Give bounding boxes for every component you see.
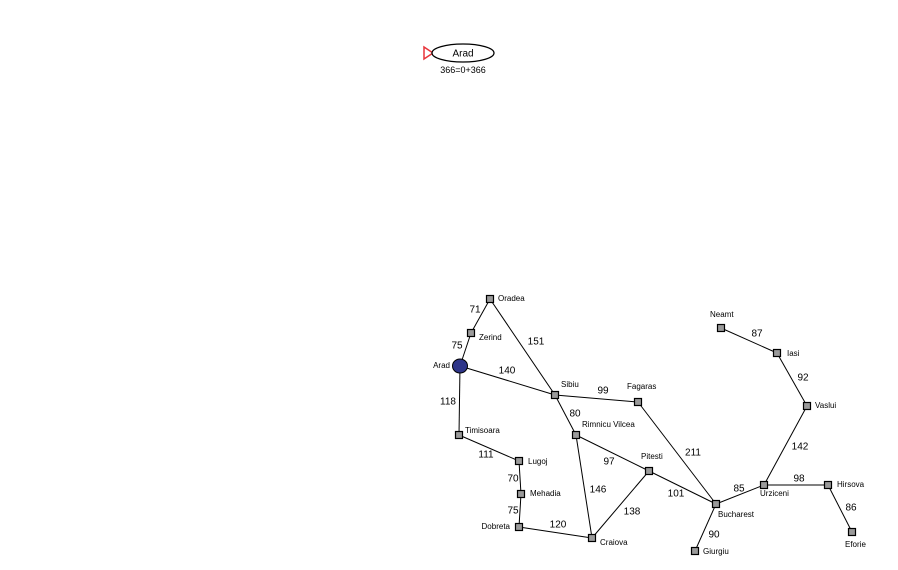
road-vaslui-iasi [776, 352, 808, 407]
road-distance-label: 142 [792, 442, 809, 453]
road-iasi-neamt [720, 327, 778, 354]
root-node-label: Arad [452, 49, 473, 60]
city-label-mehadia: Mehadia [530, 489, 561, 498]
city-node-craiova[interactable] [587, 533, 597, 543]
city-label-oradea: Oradea [498, 294, 525, 303]
cities-layer [452, 294, 857, 556]
city-node-iasi[interactable] [772, 348, 782, 358]
city-label-eforie: Eforie [845, 540, 866, 549]
road-distance-label: 80 [569, 409, 581, 420]
city-node-rimnicu[interactable] [571, 430, 581, 440]
city-node-vaslui[interactable] [802, 401, 812, 411]
road-rimnicu-pitesti [575, 434, 650, 472]
road-distance-label: 75 [451, 341, 463, 352]
city-node-arad-current[interactable] [452, 358, 468, 374]
road-distance-label: 111 [478, 450, 494, 461]
road-distance-label: 97 [603, 457, 615, 468]
city-label-lugoj: Lugoj [528, 457, 548, 466]
road-distance-label: 70 [507, 474, 519, 485]
city-labels-layer: OradeaZerindAradTimisoaraLugojMehadiaDob… [433, 294, 866, 556]
road-distance-label: 151 [528, 337, 545, 348]
road-distance-label: 118 [440, 397, 456, 408]
city-label-vaslui: Vaslui [815, 401, 836, 410]
city-label-sibiu: Sibiu [561, 380, 579, 389]
road-distance-label: 98 [793, 474, 805, 485]
city-label-arad: Arad [433, 361, 450, 370]
road-distance-label: 92 [797, 373, 809, 384]
city-label-zerind: Zerind [479, 333, 502, 342]
city-label-iasi: Iasi [787, 349, 800, 358]
city-node-giurgiu[interactable] [690, 546, 700, 556]
city-node-mehadia[interactable] [516, 489, 526, 499]
city-label-dobreta: Dobreta [482, 522, 511, 531]
city-label-giurgiu: Giurgiu [703, 547, 729, 556]
city-node-fagaras[interactable] [633, 397, 643, 407]
roads-layer [458, 298, 853, 552]
road-distance-label: 85 [733, 484, 745, 495]
road-distance-label: 75 [507, 506, 519, 517]
road-craiova-pitesti [591, 470, 650, 539]
road-arad-sibiu [459, 365, 556, 396]
road-dobreta-craiova [518, 526, 593, 539]
city-label-fagaras: Fagaras [627, 382, 656, 391]
road-distance-label: 140 [499, 366, 516, 377]
city-node-neamt[interactable] [716, 323, 726, 333]
city-node-pitesti[interactable] [644, 466, 654, 476]
road-oradea-zerind [470, 298, 491, 334]
city-label-hirsova: Hirsova [837, 480, 865, 489]
city-label-pitesti: Pitesti [641, 452, 663, 461]
road-distance-label: 87 [751, 329, 763, 340]
road-distance-label: 120 [550, 520, 567, 531]
city-label-urziceni: Urziceni [760, 489, 789, 498]
road-fagaras-bucharest [637, 401, 717, 505]
city-node-urziceni[interactable] [759, 480, 769, 490]
road-bucharest-urziceni [715, 484, 765, 505]
expand-marker-icon[interactable] [423, 45, 435, 61]
root-node-score: 366=0+366 [440, 65, 486, 75]
road-arad-timisoara [458, 365, 461, 436]
city-node-lugoj[interactable] [514, 456, 524, 466]
road-distance-label: 90 [708, 530, 720, 541]
city-node-dobreta[interactable] [514, 522, 524, 532]
city-node-zerind[interactable] [466, 328, 476, 338]
road-urziceni-vaslui [763, 405, 808, 486]
distance-labels-layer: 71 75 151 140 118 111 70 75 120 99 80 97 146 138 211 10… [440, 305, 857, 541]
road-hirsova-eforie [827, 484, 853, 533]
road-sibiu-rimnicu [554, 394, 577, 436]
road-distance-label: 146 [590, 485, 607, 496]
search-tree: Arad 366=0+366 [423, 43, 495, 75]
city-node-hirsova[interactable] [823, 480, 833, 490]
root-node[interactable] [431, 43, 495, 63]
road-sibiu-fagaras [554, 394, 639, 403]
city-label-craiova: Craiova [600, 538, 628, 547]
road-distance-label: 138 [624, 507, 641, 518]
road-distance-label: 101 [668, 489, 685, 500]
city-label-bucharest: Bucharest [718, 510, 755, 519]
road-distance-label: 99 [597, 386, 609, 397]
city-node-bucharest[interactable] [711, 499, 721, 509]
romania-map: 71 75 151 140 118 111 70 75 120 99 80 97 146 138 211 10… [433, 294, 866, 556]
city-node-eforie[interactable] [847, 527, 857, 537]
road-distance-label: 86 [845, 503, 857, 514]
city-node-timisoara[interactable] [454, 430, 464, 440]
road-bucharest-giurgiu [694, 503, 717, 552]
city-label-timisoara: Timisoara [465, 426, 500, 435]
road-mehadia-dobreta [518, 493, 522, 528]
road-distance-label: 71 [469, 305, 481, 316]
road-rimnicu-craiova [575, 434, 593, 539]
city-node-sibiu[interactable] [550, 390, 560, 400]
city-label-rimnicu: Rimnicu Vilcea [582, 420, 635, 429]
city-label-neamt: Neamt [710, 310, 734, 319]
road-lugoj-mehadia [518, 460, 522, 495]
road-oradea-sibiu [489, 298, 556, 396]
road-timisoara-lugoj [458, 434, 520, 462]
city-node-oradea[interactable] [485, 294, 495, 304]
road-pitesti-bucharest [648, 470, 717, 505]
road-distance-label: 211 [685, 448, 701, 459]
